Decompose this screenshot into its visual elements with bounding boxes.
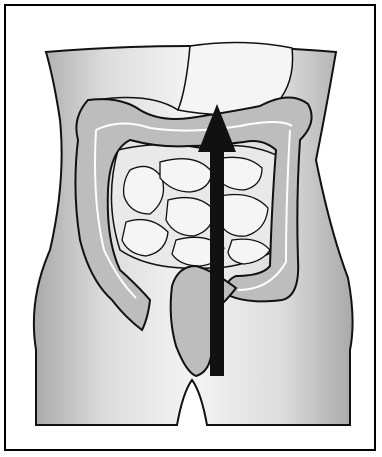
small-intestine-loops xyxy=(122,157,270,266)
